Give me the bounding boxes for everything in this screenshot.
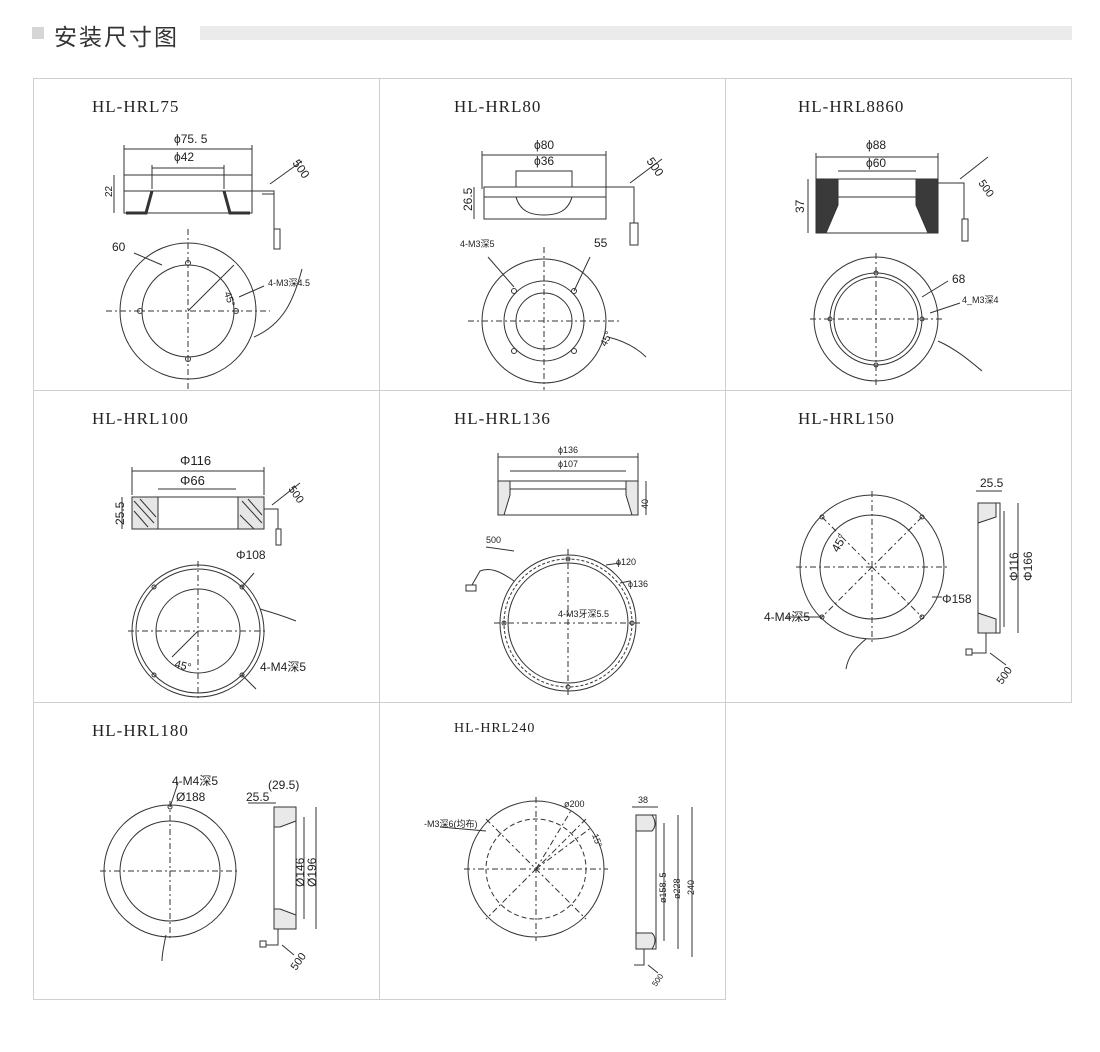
panel-hl-hrl100: HL-HRL100 <box>33 390 380 703</box>
dim-ring: ϕ120 <box>616 557 636 567</box>
dim-inner: ϕ42 <box>174 150 194 164</box>
page-title: 安装尺寸图 <box>54 25 179 51</box>
panel-hl-hrl136: HL-HRL136 <box>379 390 726 703</box>
dim-inner: Φ66 <box>180 473 205 488</box>
dim-outer: ϕ75. 5 <box>174 132 208 146</box>
dim-inner: ϕ107 <box>558 459 578 469</box>
panel-hl-hrl180: HL-HRL180 4-M4深5 Ø188 <box>33 702 380 1000</box>
dim-holes: 4-M4深5 <box>172 774 218 788</box>
dim-holes: 4-M4深5 <box>764 610 810 624</box>
drawing-hl-hrl180: 4-M4深5 Ø188 25.5 (29.5) Ø146 Ø196 500 <box>100 774 319 973</box>
dim-inner: Φ116 <box>1007 552 1021 581</box>
panel-hl-hrl240: HL-HRL240 -M3 <box>379 702 726 1000</box>
dim-ring: 68 <box>952 272 966 286</box>
drawing-hl-hrl75: ϕ75. 5 ϕ42 22 500 60 45° 4-M3深4.5 <box>104 132 313 389</box>
dim-height: 25.5 <box>113 501 127 525</box>
dim-mid: ø228 <box>672 878 682 899</box>
dim-cable: 500 <box>644 155 667 180</box>
dim-holes: 4-M3深5 <box>460 239 495 249</box>
dim-outer: ϕ80 <box>534 138 554 152</box>
drawing-hl-hrl240: -M3深6(均布) ø200 15° 38 ø158. 5 ø228 240 5… <box>424 795 696 989</box>
dim-outer: ϕ88 <box>866 138 886 152</box>
dim-height: 37 <box>793 199 807 213</box>
model-name: HL-HRL240 <box>454 721 536 736</box>
dim-inner: ø158. 5 <box>658 872 668 903</box>
dim-outer: Φ116 <box>180 453 211 468</box>
dim-height2: (29.5) <box>268 778 299 792</box>
dim-angle: 45° <box>173 658 192 674</box>
model-name: HL-HRL150 <box>798 409 895 428</box>
panel-hl-hrl8860: HL-HRL8860 <box>725 78 1072 391</box>
dim-height: 26.5 <box>461 187 475 211</box>
drawing-hl-hrl80: ϕ80 ϕ36 26.5 500 4-M3深5 55 45° <box>460 138 667 391</box>
section-header: 安装尺寸图 <box>32 18 1072 51</box>
panel-hl-hrl80: HL-HRL80 <box>379 78 726 391</box>
drawing-hl-hrl136: ϕ136 ϕ107 40 500 ϕ120 ϕ136 4-M3牙深5.5 <box>465 445 650 697</box>
dim-height: 38 <box>638 795 648 805</box>
dim-height: 40 <box>640 499 650 509</box>
model-name: HL-HRL8860 <box>798 97 905 116</box>
dim-ring: Φ108 <box>236 548 266 562</box>
header-marker <box>32 27 44 39</box>
header-rule <box>200 26 1072 40</box>
dim-outer: Φ166 <box>1021 551 1035 581</box>
dim-inner: Ø146 <box>293 857 307 887</box>
dim-ring: Ø188 <box>176 790 206 804</box>
drawing-hl-hrl8860: ϕ88 ϕ60 37 500 68 4_M3深4 <box>793 138 999 385</box>
panel-hl-hrl150: HL-HRL150 <box>725 390 1072 703</box>
dim-outer: Ø196 <box>305 857 319 887</box>
dim-cable: 500 <box>650 972 665 989</box>
dim-angle: 15° <box>590 832 604 849</box>
dim-ring: ø200 <box>564 799 585 809</box>
dim-cable: 500 <box>286 484 306 506</box>
model-name: HL-HRL75 <box>92 97 180 116</box>
model-name: HL-HRL100 <box>92 409 189 428</box>
dim-inner: ϕ60 <box>866 156 886 170</box>
dim-angle: 45° <box>828 532 849 555</box>
dim-holes: 4-M3深4.5 <box>268 278 310 288</box>
dim-outer2: ϕ136 <box>628 579 648 589</box>
dim-ring: 55 <box>594 236 608 250</box>
drawing-hl-hrl100: Φ116 Φ66 25.5 500 Φ108 45° 4-M4深5 <box>113 453 306 701</box>
dim-cable: 500 <box>995 665 1015 687</box>
model-name: HL-HRL80 <box>454 97 542 116</box>
dim-ring: Φ158 <box>942 592 972 606</box>
dim-height: 22 <box>104 185 115 197</box>
dim-inner: ϕ36 <box>534 154 554 168</box>
dim-cable: 500 <box>289 951 309 973</box>
drawing-hl-hrl150: 45° 25.5 Φ116 Φ166 Φ158 4-M4深5 500 <box>764 476 1035 687</box>
dim-angle: 45° <box>599 330 615 348</box>
dim-cable: 500 <box>486 535 501 545</box>
dim-cable: 500 <box>290 157 313 182</box>
panel-hl-hrl75: HL-HRL75 <box>33 78 380 391</box>
dim-holes: -M3深6(均布) <box>424 818 478 829</box>
dim-holes: 4-M4深5 <box>260 660 306 674</box>
dim-ring: 60 <box>112 240 126 254</box>
dim-cable: 500 <box>976 178 996 200</box>
dim-outer: 240 <box>686 880 696 895</box>
dim-holes: 4-M3牙深5.5 <box>558 609 609 619</box>
dim-holes: 4_M3深4 <box>962 295 999 305</box>
dim-angle: 45° <box>221 290 237 308</box>
dim-height: 25.5 <box>246 790 270 804</box>
dim-height: 25.5 <box>980 476 1004 490</box>
model-name: HL-HRL180 <box>92 721 189 740</box>
dim-outer: ϕ136 <box>558 445 578 455</box>
model-name: HL-HRL136 <box>454 409 551 428</box>
